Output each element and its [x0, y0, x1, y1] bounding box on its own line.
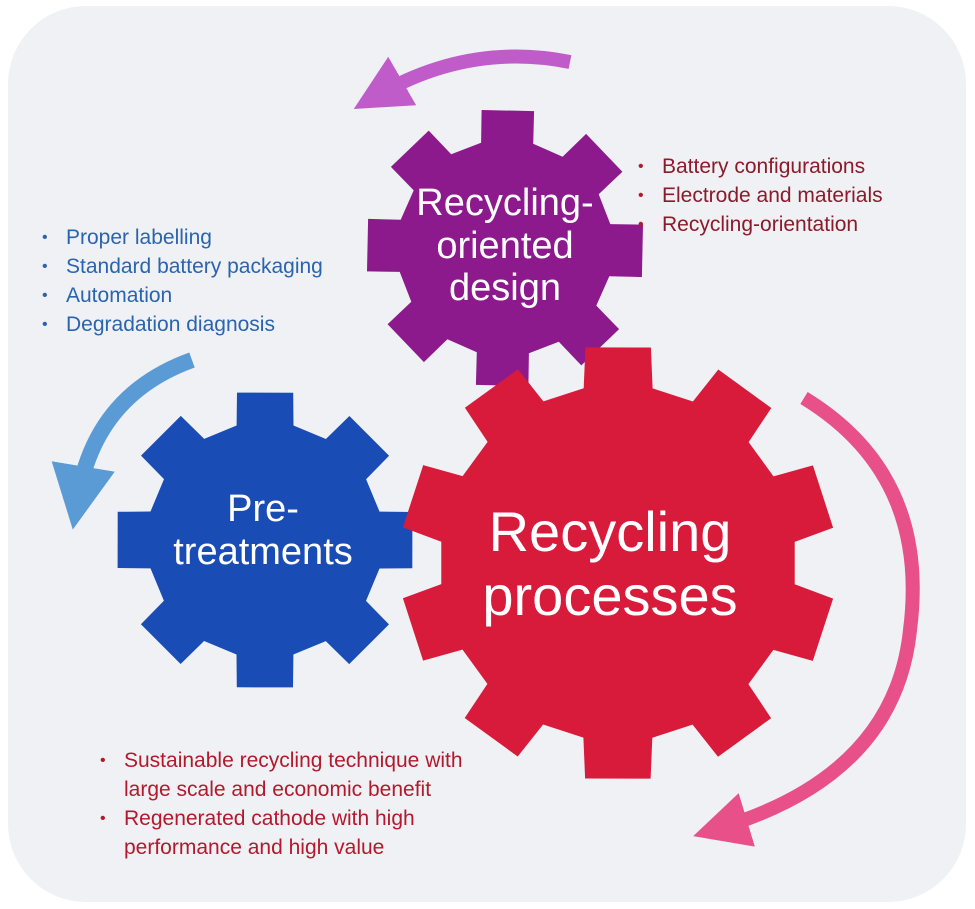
design-gear-label: Recycling- oriented design	[385, 182, 625, 310]
design-point: Battery configurations	[634, 152, 883, 181]
recycling-processes-gear	[402, 347, 834, 779]
pretreatment-points-list: Proper labelling Standard battery packag…	[38, 223, 323, 339]
pretreatment-point: Degradation diagnosis	[38, 310, 323, 339]
process-point-line: Regenerated cathode with high	[124, 807, 415, 830]
design-point: Electrode and materials	[634, 181, 883, 210]
pretreatment-point: Automation	[38, 281, 323, 310]
process-points-list: Sustainable recycling technique with lar…	[96, 746, 463, 862]
process-point: Regenerated cathode with high performanc…	[96, 804, 463, 862]
design-points-list: Battery configurations Electrode and mat…	[634, 152, 883, 239]
process-point-line: large scale and economic benefit	[124, 778, 432, 801]
left-cycle-arrow	[51, 352, 195, 530]
design-label-line2: oriented	[436, 224, 574, 267]
process-point-line: performance and high value	[124, 836, 385, 859]
pretreatment-point: Standard battery packaging	[38, 252, 323, 281]
pretreatments-gear-label: Pre- treatments	[148, 488, 378, 573]
processes-label-line1: Recycling	[488, 500, 732, 563]
design-label-line3: design	[449, 267, 561, 310]
design-label-line1: Recycling-	[416, 182, 594, 224]
process-point: Sustainable recycling technique with lar…	[96, 746, 463, 804]
pretreatments-label-line1: Pre-	[227, 488, 299, 530]
process-point-line: Sustainable recycling technique with	[124, 749, 463, 772]
recycling-oriented-design-gear	[367, 110, 643, 386]
pretreatment-point: Proper labelling	[38, 223, 323, 252]
processes-gear-label: Recycling processes	[460, 500, 760, 629]
right-cycle-arrow	[693, 392, 920, 847]
processes-label-line2: processes	[482, 564, 738, 628]
design-point: Recycling-orientation	[634, 210, 883, 239]
pretreatments-gear	[117, 392, 413, 688]
pretreatments-label-line2: treatments	[173, 530, 353, 573]
top-cycle-arrow	[353, 49, 572, 109]
